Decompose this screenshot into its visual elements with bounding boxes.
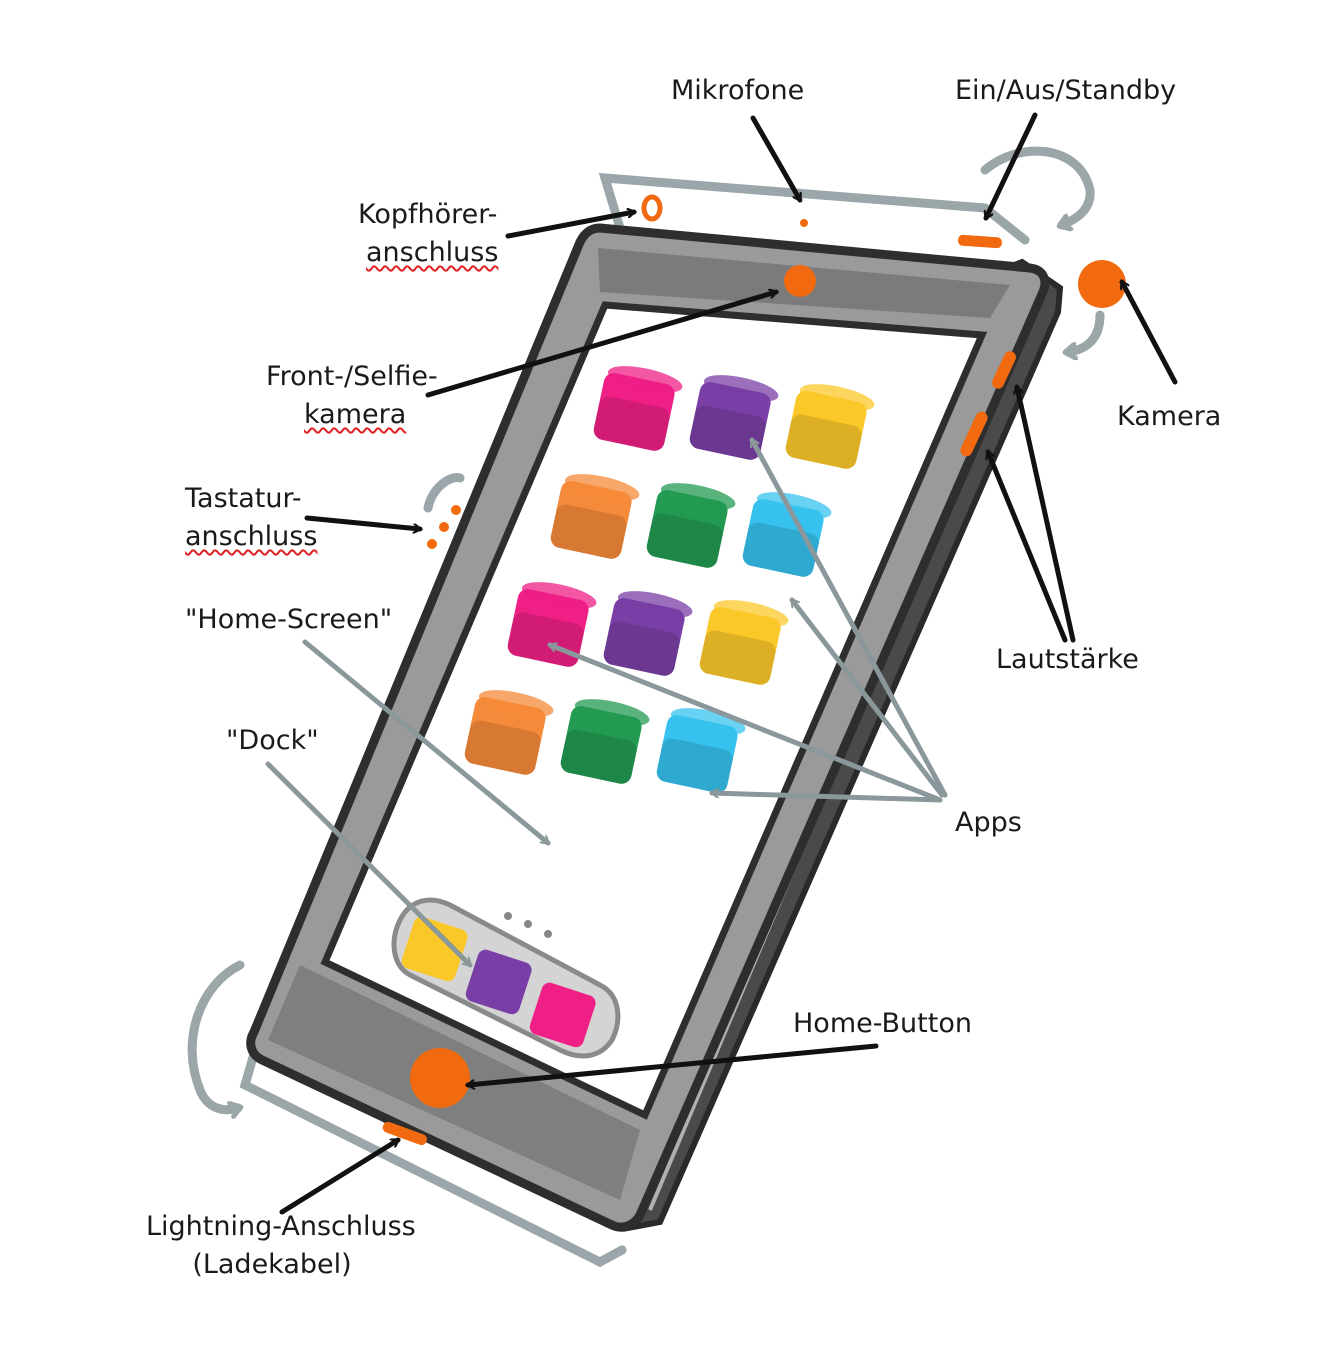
label-front-line2: kamera (304, 399, 407, 430)
volume-button-icon (960, 411, 988, 457)
label-kopfhoerer-line1: Kopfhörer- (358, 199, 498, 230)
label-kamera: Kamera (1117, 401, 1222, 432)
headphone-jack-icon (641, 194, 663, 222)
label-home-screen: "Home-Screen" (185, 604, 393, 635)
lightning-port-icon (382, 1121, 427, 1146)
label-kopfhoerer-line2: anschluss (366, 237, 499, 268)
app-icon-pink (507, 582, 597, 667)
label-dock: "Dock" (226, 725, 319, 756)
callout-arrows-black (279, 112, 1178, 1215)
dock-app-icon-purple (465, 949, 532, 1015)
label-front-line1: Front-/Selfie- (266, 361, 438, 392)
microphone-icon (800, 219, 808, 227)
volume-button-icon (992, 351, 1016, 389)
keyboard-connector-icon (427, 505, 461, 549)
callout-arrows-gray (265, 440, 948, 968)
label-tastatur-line2: anschluss (185, 521, 318, 552)
label-lautstaerke: Lautstärke (996, 644, 1139, 675)
app-icon-cyan (742, 492, 832, 577)
label-home-button: Home-Button (793, 1008, 972, 1039)
dock-app-icon-yellow (401, 916, 468, 982)
dock (391, 897, 621, 1059)
label-apps: Apps (955, 807, 1022, 838)
dock-app-icon-pink (529, 982, 596, 1048)
front-camera-icon (784, 265, 816, 297)
app-icon-orange (550, 474, 640, 559)
app-icon-orange (464, 690, 554, 775)
page-dots (504, 912, 552, 938)
app-icon-cyan (656, 708, 746, 793)
label-ein-aus-standby: Ein/Aus/Standby (955, 75, 1177, 106)
label-mikrofone: Mikrofone (671, 75, 805, 106)
app-icon-green (646, 483, 736, 568)
app-grid (464, 366, 875, 793)
camera-icon (1078, 260, 1126, 308)
app-icon-green (560, 699, 650, 784)
app-icon-yellow (699, 600, 789, 685)
app-icon-yellow (785, 384, 875, 469)
label-lightning-line2: (Ladekabel) (192, 1249, 352, 1280)
home-button-icon (410, 1048, 470, 1108)
app-icon-purple (603, 591, 693, 676)
label-tastatur-line1: Tastatur- (185, 483, 302, 514)
power-button-icon (957, 234, 1002, 249)
label-lightning-line1: Lightning-Anschluss (146, 1211, 416, 1242)
app-icon-pink (593, 366, 683, 451)
